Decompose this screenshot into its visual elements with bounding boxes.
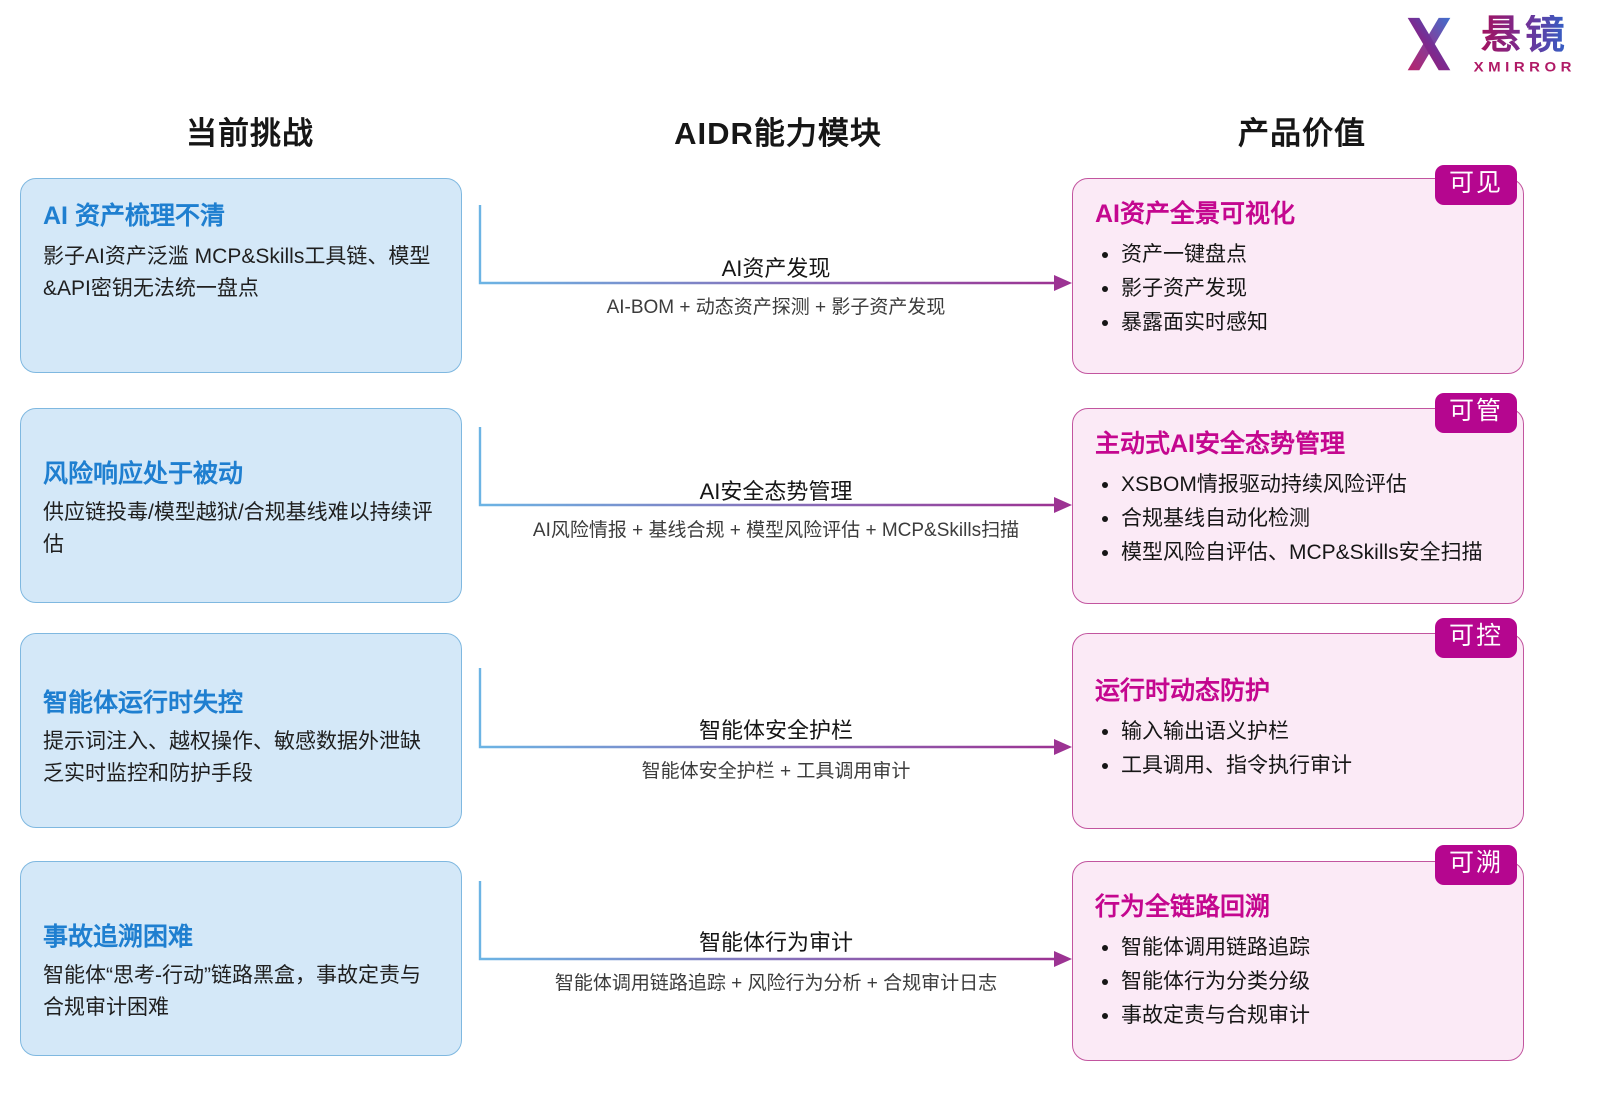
heading-capability: AIDR能力模块 bbox=[674, 116, 882, 151]
value-list-item: 资产一键盘点 bbox=[1095, 238, 1503, 272]
capability-connector: AI安全态势管理 AI风险情报 + 基线合规 + 模型风险评估 + MCP&Ski… bbox=[478, 395, 1074, 620]
challenge-card[interactable]: 事故追溯困难智能体“思考-行动”链路黑盒，事故定责与合规审计困难 bbox=[20, 861, 462, 1056]
double-helix-mark bbox=[1407, 17, 1450, 71]
diagram-row: 智能体运行时失控提示词注入、越权操作、敏感数据外泄缺乏实时监控和防护手段智能体安… bbox=[0, 618, 1600, 845]
capability-connector: AI资产发现 AI-BOM + 动态资产探测 + 影子资产发现 bbox=[478, 165, 1074, 390]
diagram-row: 风险响应处于被动供应链投毒/模型越狱/合规基线难以持续评估 AI安全态势管理 AI风… bbox=[0, 393, 1600, 620]
value-list-item: XSBOM情报驱动持续风险评估 bbox=[1095, 468, 1503, 502]
challenge-title: 事故追溯困难 bbox=[43, 923, 194, 951]
heading-challenge: 当前挑战 bbox=[186, 116, 314, 151]
capability-title: AI资产发现 bbox=[721, 256, 831, 281]
challenge-title: 智能体运行时失控 bbox=[43, 689, 244, 717]
value-item-list: 智能体调用链路追踪智能体行为分类分级事故定责与合规审计 bbox=[1095, 931, 1503, 1033]
capability-title: AI安全态势管理 bbox=[699, 479, 853, 504]
value-title: 运行时动态防护 bbox=[1095, 677, 1271, 705]
capability-subtitle: AI风险情报 + 基线合规 + 模型风险评估 + MCP&Skills扫描 bbox=[532, 520, 1020, 541]
value-list-item: 暴露面实时感知 bbox=[1095, 306, 1503, 340]
value-card[interactable]: 可见 AI资产全景可视化资产一键盘点影子资产发现暴露面实时感知 bbox=[1072, 165, 1524, 374]
column-headings: 当前挑战 AIDR能力模块 产品价值 bbox=[0, 108, 1600, 154]
heading-value: 产品价值 bbox=[1238, 116, 1366, 151]
logo-wordmark: 悬镜 XMIRROR bbox=[1474, 15, 1576, 75]
value-title: AI资产全景可视化 bbox=[1095, 200, 1296, 228]
capability-subtitle: AI-BOM + 动态资产探测 + 影子资产发现 bbox=[606, 297, 946, 318]
value-list-item: 合规基线自动化检测 bbox=[1095, 502, 1503, 536]
brand-logo: 悬镜 XMIRROR bbox=[1398, 14, 1576, 76]
connector-arrow-icon bbox=[478, 668, 1072, 755]
challenge-body: 供应链投毒/模型越狱/合规基线难以持续评估 bbox=[43, 501, 433, 557]
connector-arrow-icon bbox=[478, 881, 1072, 967]
capability-subtitle: 智能体安全护栏 + 工具调用审计 bbox=[641, 761, 911, 782]
status-badge: 可管 bbox=[1434, 393, 1517, 433]
diagram-row: AI 资产梳理不清影子AI资产泛滥 MCP&Skills工具链、模型&API密钥… bbox=[0, 165, 1600, 390]
diagram-row: 事故追溯困难智能体“思考-行动”链路黑盒，事故定责与合规审计困难智能体行为审计智… bbox=[0, 845, 1600, 1070]
challenge-card[interactable]: 风险响应处于被动供应链投毒/模型越狱/合规基线难以持续评估 bbox=[20, 408, 462, 603]
value-list-item: 事故定责与合规审计 bbox=[1095, 999, 1503, 1033]
status-badge: 可见 bbox=[1434, 165, 1517, 205]
challenge-body: 提示词注入、越权操作、敏感数据外泄缺乏实时监控和防护手段 bbox=[43, 730, 421, 786]
capability-subtitle: 智能体调用链路追踪 + 风险行为分析 + 合规审计日志 bbox=[554, 973, 998, 994]
capability-connector: 智能体行为审计智能体调用链路追踪 + 风险行为分析 + 合规审计日志 bbox=[478, 845, 1074, 1070]
value-list-item: 智能体调用链路追踪 bbox=[1095, 931, 1503, 965]
value-list-item: 智能体行为分类分级 bbox=[1095, 965, 1503, 999]
value-list-item: 模型风险自评估、MCP&Skills安全扫描 bbox=[1095, 536, 1503, 570]
value-card[interactable]: 可溯行为全链路回溯智能体调用链路追踪智能体行为分类分级事故定责与合规审计 bbox=[1072, 845, 1524, 1061]
value-list-item: 输入输出语义护栏 bbox=[1095, 715, 1503, 749]
logo-cn-text: 悬镜 bbox=[1480, 13, 1569, 57]
connector-arrow-icon bbox=[478, 427, 1072, 513]
value-item-list: 资产一键盘点影子资产发现暴露面实时感知 bbox=[1095, 238, 1503, 340]
value-list-item: 工具调用、指令执行审计 bbox=[1095, 749, 1503, 783]
capability-title: 智能体行为审计 bbox=[698, 930, 853, 955]
logo-en-text: XMIRROR bbox=[1473, 59, 1576, 76]
value-item-list: 输入输出语义护栏工具调用、指令执行审计 bbox=[1095, 715, 1503, 783]
value-title: 主动式AI安全态势管理 bbox=[1095, 430, 1346, 458]
status-badge: 可控 bbox=[1434, 618, 1517, 658]
value-card[interactable]: 可控运行时动态防护输入输出语义护栏工具调用、指令执行审计 bbox=[1072, 618, 1524, 829]
value-title: 行为全链路回溯 bbox=[1095, 893, 1271, 921]
challenge-title: 风险响应处于被动 bbox=[43, 460, 244, 488]
value-item-list: XSBOM情报驱动持续风险评估合规基线自动化检测模型风险自评估、MCP&Skil… bbox=[1095, 468, 1503, 570]
value-list-item: 影子资产发现 bbox=[1095, 272, 1503, 306]
capability-connector: 智能体安全护栏智能体安全护栏 + 工具调用审计 bbox=[478, 620, 1074, 845]
status-badge: 可溯 bbox=[1434, 845, 1517, 885]
value-card[interactable]: 可管主动式AI安全态势管理 XSBOM情报驱动持续风险评估合规基线自动化检测模型风… bbox=[1072, 393, 1524, 604]
capability-title: 智能体安全护栏 bbox=[698, 718, 853, 743]
challenge-card[interactable]: AI 资产梳理不清影子AI资产泛滥 MCP&Skills工具链、模型&API密钥… bbox=[20, 178, 462, 373]
challenge-body: 影子AI资产泛滥 MCP&Skills工具链、模型&API密钥无法统一盘点 bbox=[43, 245, 431, 301]
challenge-card[interactable]: 智能体运行时失控提示词注入、越权操作、敏感数据外泄缺乏实时监控和防护手段 bbox=[20, 633, 462, 828]
challenge-title: AI 资产梳理不清 bbox=[43, 202, 225, 230]
connector-arrow-icon bbox=[478, 205, 1072, 291]
challenge-body: 智能体“思考-行动”链路黑盒，事故定责与合规审计困难 bbox=[43, 964, 421, 1020]
